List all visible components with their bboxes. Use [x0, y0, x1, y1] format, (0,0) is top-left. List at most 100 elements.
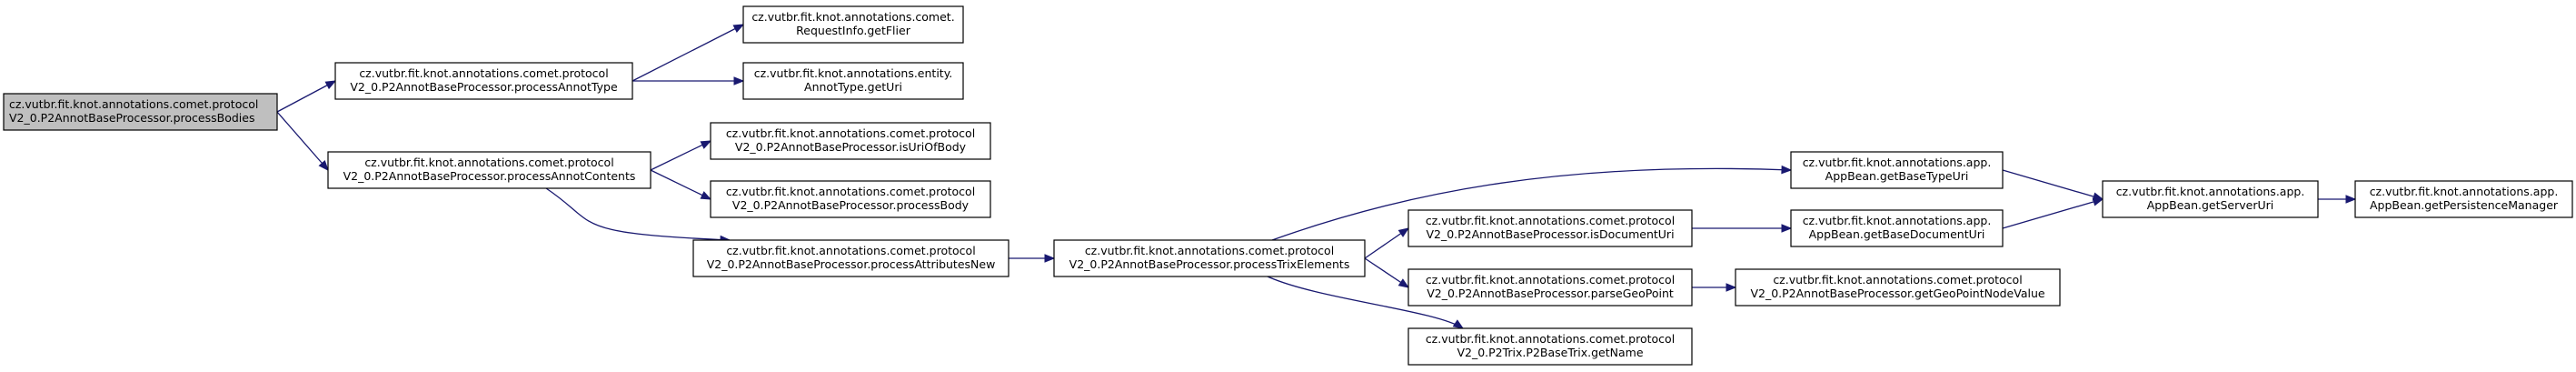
node-label-line: V2_0.P2AnnotBaseProcessor.processAnnotTy… [350, 80, 618, 94]
arrowhead [1397, 227, 1410, 237]
node-isDocumentUri[interactable]: cz.vutbr.fit.knot.annotations.comet.prot… [1407, 209, 1693, 247]
node-label-line: cz.vutbr.fit.knot.annotations.entity. [754, 66, 953, 80]
node-label-line: cz.vutbr.fit.knot.annotations.comet.prot… [1085, 244, 1334, 257]
edge-processTrixElements-to-getName [1267, 276, 1465, 329]
arrowhead [1726, 283, 1737, 292]
node-processAttributesNew[interactable]: cz.vutbr.fit.knot.annotations.comet.prot… [692, 239, 1010, 277]
node-label-line: V2_0.P2AnnotBaseProcessor.processBody [732, 198, 970, 212]
node-box [327, 151, 651, 189]
node-isUriOfBody[interactable]: cz.vutbr.fit.knot.annotations.comet.prot… [710, 122, 991, 160]
arrowhead [1781, 224, 1793, 233]
node-box [692, 239, 1010, 277]
node-label-line: cz.vutbr.fit.knot.annotations.comet.prot… [1426, 273, 1675, 287]
arrowhead [700, 191, 712, 200]
edge-line [2002, 198, 2104, 229]
edge-line [276, 111, 329, 171]
node-getServerUri[interactable]: cz.vutbr.fit.knot.annotations.app.AppBea… [2102, 180, 2319, 218]
node-processTrixElements[interactable]: cz.vutbr.fit.knot.annotations.comet.prot… [1053, 239, 1366, 277]
node-getGeoPointNodeValue[interactable]: cz.vutbr.fit.knot.annotations.comet.prot… [1735, 268, 2061, 307]
node-label-line: cz.vutbr.fit.knot.annotations.comet. [751, 10, 954, 24]
node-label-line: V2_0.P2AnnotBaseProcessor.processBodies [9, 111, 254, 125]
edge-line [632, 24, 744, 82]
edge-processAnnotType-to-getUri [632, 76, 745, 85]
node-box [334, 62, 633, 100]
arrowhead [2092, 197, 2104, 206]
node-label-line: cz.vutbr.fit.knot.annotations.app. [1803, 214, 1992, 227]
node-label-line: V2_0.P2AnnotBaseProcessor.processAnnotCo… [343, 169, 636, 183]
edge-line [276, 80, 336, 113]
edge-processTrixElements-to-isDocumentUri [1364, 227, 1410, 259]
edge-processBodies-to-processAnnotContents [276, 111, 329, 172]
node-box [1407, 327, 1693, 366]
arrowhead [732, 24, 745, 33]
node-label-line: cz.vutbr.fit.knot.annotations.comet.prot… [1426, 214, 1675, 227]
node-getPersistenceManager[interactable]: cz.vutbr.fit.knot.annotations.app.AppBea… [2354, 180, 2573, 218]
arrowhead [1044, 254, 1056, 263]
edge-line [1271, 167, 1792, 241]
edge-line [1267, 276, 1464, 329]
edge-isDocumentUri-to-getBaseDocumentUri [1692, 224, 1793, 233]
node-label-line: cz.vutbr.fit.knot.annotations.app. [1803, 156, 1992, 169]
arrowhead [324, 80, 337, 90]
edge-line [545, 187, 731, 241]
node-label-line: V2_0.P2AnnotBaseProcessor.isDocumentUri [1426, 227, 1674, 241]
node-parseGeoPoint[interactable]: cz.vutbr.fit.knot.annotations.comet.prot… [1407, 268, 1693, 307]
node-label-line: RequestInfo.getFlier [796, 24, 911, 37]
node-label-line: AppBean.getBaseTypeUri [1825, 169, 1969, 183]
arrowhead [1781, 165, 1793, 175]
node-label-line: V2_0.P2AnnotBaseProcessor.parseGeoPoint [1427, 287, 1674, 300]
node-box [742, 5, 964, 44]
node-processAnnotType[interactable]: cz.vutbr.fit.knot.annotations.comet.prot… [334, 62, 633, 100]
edge-processAnnotContents-to-processBody [650, 169, 712, 200]
nodes-layer: cz.vutbr.fit.knot.annotations.comet.prot… [3, 5, 2573, 366]
node-getFlier[interactable]: cz.vutbr.fit.knot.annotations.comet.Requ… [742, 5, 964, 44]
node-box [1407, 268, 1693, 307]
node-label-line: AppBean.getServerUri [2147, 198, 2274, 212]
node-label-line: cz.vutbr.fit.knot.annotations.app. [2370, 185, 2559, 198]
node-box [710, 180, 991, 218]
edge-processAnnotType-to-getFlier [632, 24, 745, 82]
node-getName[interactable]: cz.vutbr.fit.knot.annotations.comet.prot… [1407, 327, 1693, 366]
arrowhead [1397, 278, 1410, 288]
node-label-line: cz.vutbr.fit.knot.annotations.comet.prot… [364, 156, 613, 169]
edge-processTrixElements-to-parseGeoPoint [1364, 257, 1410, 288]
node-label-line: V2_0.P2AnnotBaseProcessor.processTrixEle… [1069, 257, 1350, 271]
node-label-line: V2_0.P2AnnotBaseProcessor.isUriOfBody [735, 140, 967, 154]
node-label-line: cz.vutbr.fit.knot.annotations.comet.prot… [1773, 273, 2022, 287]
node-box [1053, 239, 1366, 277]
arrowhead [318, 159, 329, 172]
edge-processAttributesNew-to-processTrixElements [1009, 254, 1056, 263]
node-getBaseTypeUri[interactable]: cz.vutbr.fit.knot.annotations.app.AppBea… [1790, 151, 2004, 189]
arrowhead [2345, 195, 2357, 204]
edges-layer [276, 24, 2357, 329]
node-box [1407, 209, 1693, 247]
edge-line [650, 140, 711, 171]
edge-getBaseDocumentUri-to-getServerUri [2002, 197, 2104, 229]
edge-processAnnotContents-to-isUriOfBody [650, 140, 712, 171]
node-label-line: cz.vutbr.fit.knot.annotations.comet.prot… [9, 97, 258, 111]
node-processBodies[interactable]: cz.vutbr.fit.knot.annotations.comet.prot… [3, 93, 278, 131]
node-label-line: cz.vutbr.fit.knot.annotations.comet.prot… [726, 244, 975, 257]
edge-getBaseTypeUri-to-getServerUri [2002, 169, 2104, 201]
node-processAnnotContents[interactable]: cz.vutbr.fit.knot.annotations.comet.prot… [327, 151, 651, 189]
node-label-line: AnnotType.getUri [804, 80, 902, 94]
node-processBody[interactable]: cz.vutbr.fit.knot.annotations.comet.prot… [710, 180, 991, 218]
node-getUri[interactable]: cz.vutbr.fit.knot.annotations.entity.Ann… [742, 62, 964, 100]
node-box [1735, 268, 2061, 307]
node-box [742, 62, 964, 100]
node-box [1790, 209, 2004, 247]
node-label-line: cz.vutbr.fit.knot.annotations.app. [2116, 185, 2305, 198]
node-label-line: V2_0.P2Trix.P2BaseTrix.getName [1457, 346, 1643, 359]
node-box [710, 122, 991, 160]
node-box [2102, 180, 2319, 218]
node-label-line: AppBean.getBaseDocumentUri [1809, 227, 1985, 241]
edge-processTrixElements-to-getBaseTypeUri [1271, 165, 1793, 241]
node-label-line: V2_0.P2AnnotBaseProcessor.processAttribu… [707, 257, 996, 271]
node-label-line: cz.vutbr.fit.knot.annotations.comet.prot… [726, 185, 975, 198]
node-box [3, 93, 278, 131]
node-getBaseDocumentUri[interactable]: cz.vutbr.fit.knot.annotations.app.AppBea… [1790, 209, 2004, 247]
edge-line [650, 169, 711, 200]
node-label-line: cz.vutbr.fit.knot.annotations.comet.prot… [359, 66, 608, 80]
edge-processBodies-to-processAnnotType [276, 80, 337, 113]
